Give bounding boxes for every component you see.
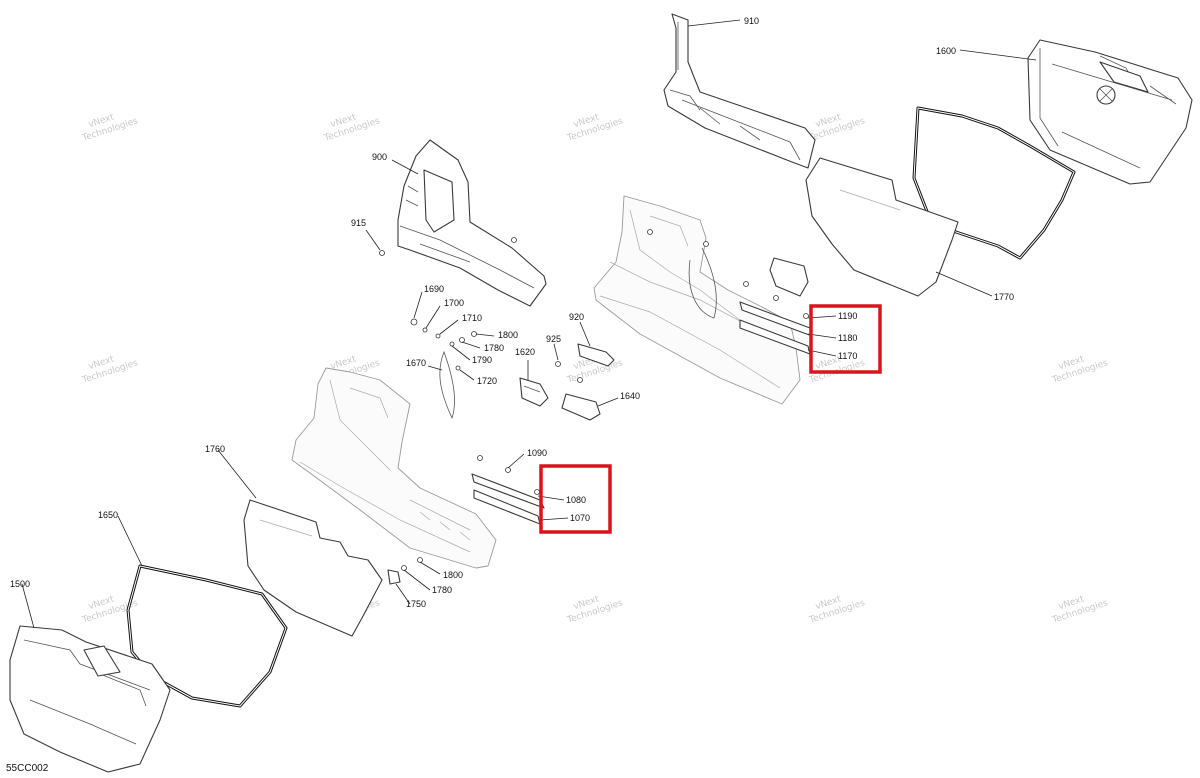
watermark: vNext Technologies [807, 594, 866, 626]
screw [773, 295, 779, 301]
highlight-box-1080-1070 [539, 464, 612, 534]
callout-1780-lower: 1780 [432, 585, 452, 595]
screw-1690 [410, 318, 418, 326]
callout-1500: 1500 [10, 579, 30, 589]
watermark: vNext Technologies [1050, 594, 1109, 626]
watermark: vNext Technologies [1050, 354, 1109, 386]
part-1760-left-liner-panel [243, 499, 383, 637]
callout-925: 925 [546, 334, 561, 344]
callout-1080: 1080 [566, 495, 586, 505]
part-right-liner-panel [805, 157, 959, 297]
callout-1770: 1770 [994, 292, 1014, 302]
screw-1720 [455, 365, 461, 371]
part-1750-clip [387, 569, 401, 585]
callout-915: 915 [351, 218, 366, 228]
part-left-floor-section [291, 367, 497, 569]
callout-1800-upper: 1800 [498, 330, 518, 340]
part-1620-bracket [519, 377, 549, 407]
watermark-layer: vNext Technologies vNext Technologies vN… [80, 112, 1109, 626]
screw-1780 [459, 337, 465, 343]
part-right-floor-section [593, 195, 801, 405]
watermark: vNext Technologies [80, 354, 139, 386]
callout-1760: 1760 [205, 444, 225, 454]
callout-1650: 1650 [98, 510, 118, 520]
watermark: vNext Technologies [322, 112, 381, 144]
part-1500-left-door [9, 625, 171, 773]
callout-1620: 1620 [515, 347, 535, 357]
screw [511, 237, 517, 243]
highlight-boxes [539, 304, 882, 534]
part-910-rear-upper-panel [663, 13, 816, 169]
nut-1790 [449, 341, 455, 347]
part-1080-1070-rails [471, 473, 545, 525]
screw-1800 [417, 557, 423, 563]
callout-1690: 1690 [424, 284, 444, 294]
callout-1070: 1070 [570, 513, 590, 523]
callout-1790: 1790 [472, 355, 492, 365]
callout-labels: 910 1600 900 915 1690 1700 1710 1800 178… [10, 16, 1014, 609]
part-1640-bracket [561, 393, 601, 421]
screw [477, 455, 483, 461]
screw [803, 313, 809, 319]
washer-1700 [422, 327, 428, 333]
callout-1090: 1090 [527, 448, 547, 458]
screw [743, 281, 749, 287]
watermark: vNext Technologies [565, 594, 624, 626]
callout-1780-upper: 1780 [484, 343, 504, 353]
callout-1600: 1600 [936, 46, 956, 56]
screw-1780 [401, 565, 407, 571]
callout-1720: 1720 [477, 376, 497, 386]
screw [505, 467, 511, 473]
diagram-code: 55CC002 [6, 763, 49, 774]
callout-920: 920 [569, 312, 584, 322]
callout-1710: 1710 [462, 313, 482, 323]
callout-1180: 1180 [838, 333, 857, 343]
screw [534, 489, 540, 495]
fasteners [379, 229, 809, 571]
leader-lines [21, 19, 1037, 629]
watermark: vNext Technologies [565, 112, 624, 144]
washer-1710 [435, 333, 441, 339]
screw-915 [379, 250, 385, 256]
callout-1750: 1750 [406, 599, 426, 609]
part-920-latch [577, 343, 615, 367]
callout-900: 900 [372, 152, 387, 162]
part-1650-left-seal [126, 564, 288, 708]
callout-1670: 1670 [406, 358, 426, 368]
screw [647, 229, 653, 235]
callout-1640: 1640 [620, 391, 640, 401]
part-1600-right-door [1027, 39, 1193, 185]
callout-1700: 1700 [444, 298, 464, 308]
screw-1800 [471, 331, 477, 337]
part-1670-strap [439, 350, 455, 420]
screw [577, 377, 583, 383]
watermark: vNext Technologies [80, 112, 139, 144]
callout-1170: 1170 [838, 351, 857, 361]
callout-1800-lower: 1800 [443, 570, 463, 580]
highlight-box-1190-1170 [809, 304, 882, 374]
callout-910: 910 [744, 16, 759, 26]
part-right-hinge-bracket [769, 257, 809, 297]
part-door-strap-right [688, 247, 717, 319]
part-900-left-upper-panel [397, 139, 547, 307]
screw-925 [555, 361, 561, 367]
screw [703, 241, 709, 247]
callout-1190: 1190 [838, 311, 857, 321]
